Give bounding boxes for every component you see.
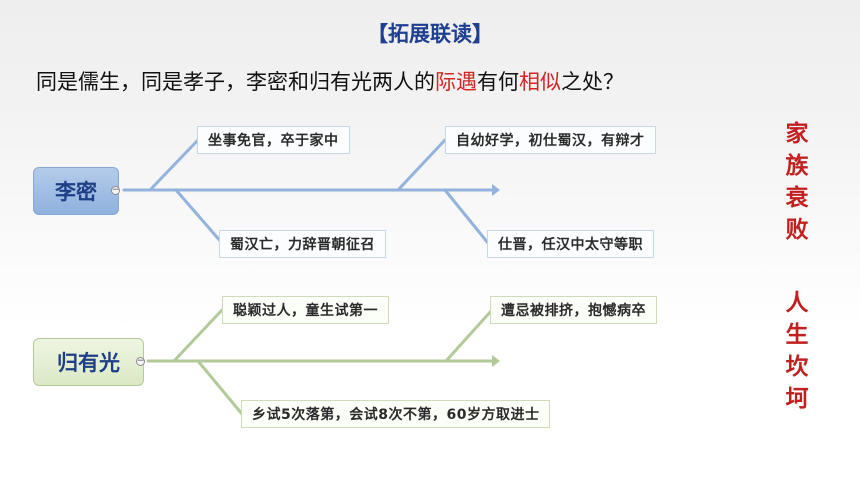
question-highlight-jiyu: 际遇 [435, 70, 477, 94]
gui-branch-3[interactable]: 乡试5次落第，会试8次不第，60岁方取进士 [241, 400, 551, 428]
gui-branch-1-line [172, 308, 224, 363]
conclusion-life-hardship: 人 生 坎 坷 [782, 287, 812, 415]
question-part-2: 有何 [477, 70, 519, 94]
gui-branch-1[interactable]: 聪颖过人，童生试第一 [222, 296, 389, 324]
li-mi-branch-2[interactable]: 自幼好学，初仕蜀汉，有辩才 [445, 126, 656, 154]
conclusion-char: 败 [785, 217, 809, 243]
question-part-3: 之处？ [561, 70, 624, 94]
section-heading: 【拓展联读】 [367, 22, 493, 46]
li-mi-branch-1[interactable]: 坐事免官，卒于家中 [197, 126, 350, 154]
gui-arrow-head [492, 355, 500, 367]
li-mi-branch-4-line [443, 188, 490, 245]
conclusion-char: 生 [785, 322, 809, 348]
conclusion-char: 家 [785, 121, 809, 147]
li-mi-branch-4[interactable]: 仕晋，任汉中太守等职 [487, 230, 654, 258]
question-part-1: 同是儒生，同是孝子，李密和归有光两人的 [36, 70, 435, 94]
li-mi-branch-2-line [396, 138, 447, 192]
conclusion-char: 坎 [785, 354, 809, 380]
conclusion-char: 族 [785, 153, 809, 179]
li-mi-branch-3[interactable]: 蜀汉亡，力辞晋朝征召 [219, 230, 386, 258]
gui-youguang-collapse-icon[interactable]: − [136, 356, 145, 366]
conclusion-char: 衰 [785, 185, 809, 211]
li-mi-branch-1-line [148, 138, 200, 192]
conclusion-char: 人 [785, 290, 809, 316]
conclusion-char: 坷 [785, 386, 809, 412]
gui-branch-2[interactable]: 遭忌被排挤，抱憾病卒 [490, 296, 657, 324]
li-mi-collapse-icon[interactable]: − [111, 185, 120, 195]
gui-branch-3-line [196, 359, 244, 416]
li-mi-arrow-head [492, 184, 500, 196]
li-mi-branch-3-line [174, 188, 224, 245]
conclusion-family-decline: 家 族 衰 败 [782, 118, 812, 246]
gui-branch-2-line [444, 308, 494, 363]
question-text: 同是儒生，同是孝子，李密和归有光两人的际遇有何相似之处？ [36, 66, 624, 96]
li-mi-node[interactable]: 李密 [33, 167, 119, 215]
gui-youguang-node[interactable]: 归有光 [33, 338, 144, 386]
question-highlight-xiangsi: 相似 [519, 70, 561, 94]
